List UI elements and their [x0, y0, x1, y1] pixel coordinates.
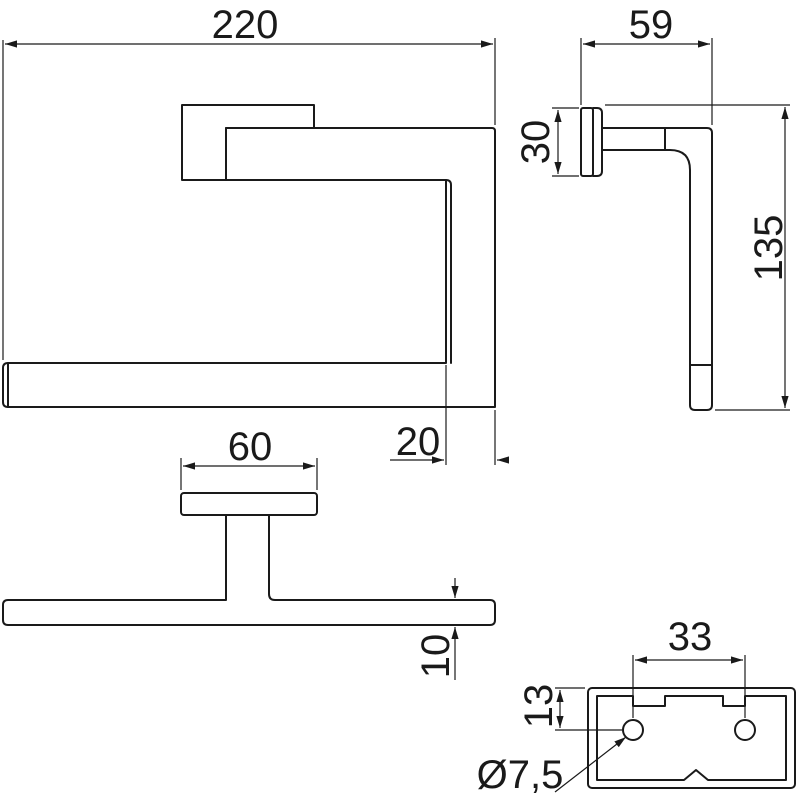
dim-height-total: 135: [605, 104, 791, 411]
base-plate-outer: [587, 687, 796, 789]
side-wall-plate: [580, 107, 594, 177]
dim-width-total: 220: [2, 3, 496, 360]
dim-bar-thickness-label: 10: [414, 634, 458, 679]
dim-depth: 59: [580, 3, 713, 125]
dim-width-total-label: 220: [212, 3, 279, 47]
front-view: [2, 104, 496, 408]
side-arm: [601, 127, 713, 411]
dim-hole-spacing-label: 33: [668, 615, 713, 659]
dim-hole-diameter-label: Ø7,5: [477, 753, 564, 797]
dim-plate-height: 30: [514, 107, 579, 177]
front-ring-outer: [2, 127, 496, 408]
dim-hole-diameter: Ø7,5: [477, 736, 627, 797]
top-wall-plate: [180, 492, 318, 516]
dim-bar-width: 20: [390, 365, 509, 465]
dim-hole-spacing: 33: [632, 615, 746, 718]
dim-plate-height-label: 30: [514, 120, 558, 165]
top-view: [2, 492, 496, 626]
dim-hole-offset-label: 13: [517, 684, 561, 729]
mounting-hole-left: [622, 719, 644, 741]
front-wall-plate: [181, 104, 315, 181]
dim-bar-width-label: 20: [396, 420, 441, 464]
dim-bar-thickness: 10: [414, 578, 459, 680]
dim-plate-width: 60: [180, 425, 318, 490]
dim-depth-label: 59: [629, 3, 674, 47]
dim-plate-width-label: 60: [228, 425, 273, 469]
side-view: [580, 107, 713, 411]
front-ring-inner: [225, 127, 452, 364]
side-wall-plate-cap: [592, 107, 603, 177]
dim-hole-offset: 13: [517, 684, 622, 731]
base-plate-detail: [587, 687, 796, 789]
mounting-hole-right: [734, 719, 756, 741]
dim-height-total-label: 135: [747, 215, 791, 282]
top-arm-and-bar: [2, 514, 496, 626]
